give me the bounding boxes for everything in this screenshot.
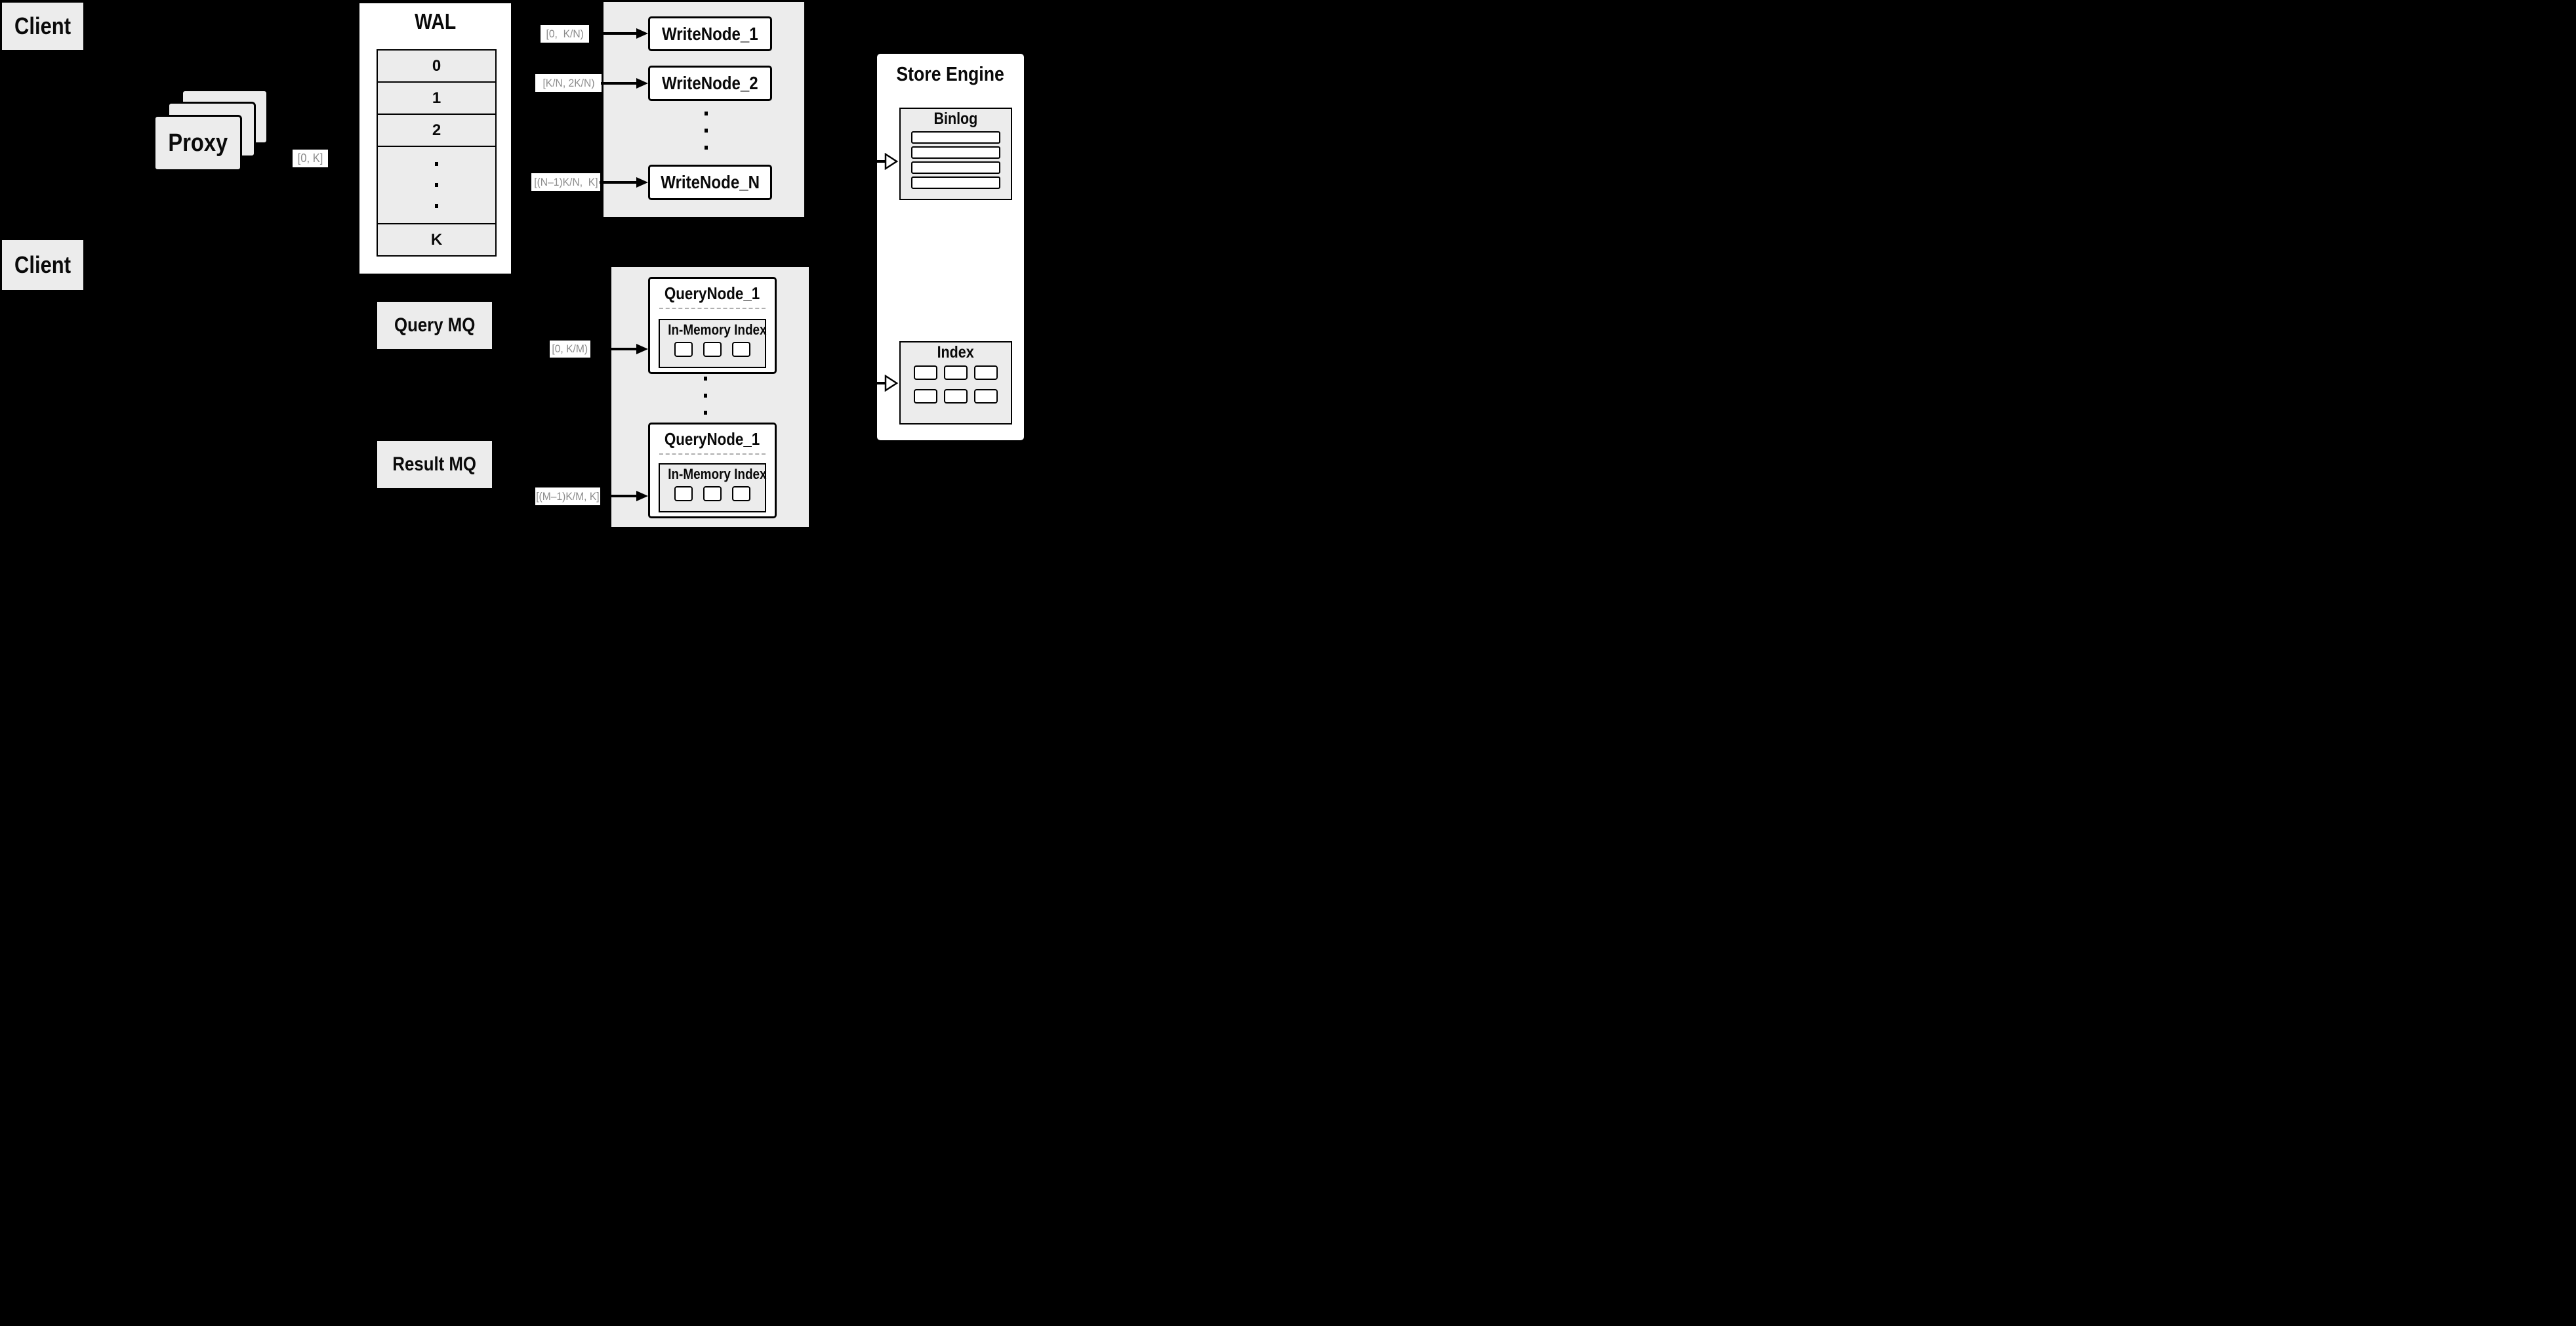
wal-segment-ellipsis-row <box>378 147 495 224</box>
query-node-ellipsis-dots-icon <box>704 377 707 415</box>
binlog-bar <box>911 176 1000 189</box>
arrowhead-to-writenode-1-icon <box>636 28 648 39</box>
wal-segment-0: 0 <box>378 51 495 83</box>
inmem-cell <box>703 342 722 357</box>
client-top-label: Client <box>14 12 71 39</box>
wal-segment-1-label: 1 <box>432 89 441 107</box>
arrow-to-index <box>854 382 886 384</box>
write-node-2-label: WriteNode_2 <box>662 73 758 93</box>
query-node-m-label: QueryNode_1 <box>664 429 760 449</box>
query-node-1-label: QueryNode_1 <box>664 283 760 303</box>
binlog-bars <box>901 131 1011 189</box>
query-node-1-range-label: [0, K/M) <box>550 341 590 358</box>
arrow-to-querynode-m <box>600 495 638 497</box>
index-cells <box>901 365 1011 404</box>
proxy-label: Proxy <box>168 129 228 157</box>
write-node-n-label: WriteNode_N <box>661 172 760 192</box>
client-box-bottom: Client <box>2 240 83 290</box>
query-node-m-range-text: [(M–1)K/M, K] <box>536 489 600 503</box>
arrowhead-to-writenode-2-icon <box>636 78 648 89</box>
write-node-1: WriteNode_1 <box>648 16 772 51</box>
query-node-m-range-label: [(M–1)K/M, K] <box>535 487 600 505</box>
query-node-1-inmem-label: In-Memory Index <box>668 321 767 338</box>
arrowhead-to-querynode-1-icon <box>636 344 648 354</box>
query-node-1-range-text: [0, K/M) <box>552 342 588 355</box>
query-node-1-inmem-box: In-Memory Index <box>659 319 767 368</box>
binlog-box: Binlog <box>899 108 1012 200</box>
arrow-to-writenode-2 <box>601 82 638 85</box>
index-title: Index <box>937 343 975 362</box>
index-cell <box>974 389 998 404</box>
write-node-n-range-label: [(N–1)K/N, K] <box>531 173 600 191</box>
index-box: Index <box>899 341 1012 425</box>
proxy-range-text: [0, K] <box>297 152 323 165</box>
write-node-2: WriteNode_2 <box>648 66 772 101</box>
binlog-bar <box>911 146 1000 159</box>
write-node-1-range-text: [0, K/N) <box>546 27 584 40</box>
architecture-diagram: Client Client Proxy [0, K] WAL 0 1 2 <box>0 0 1029 529</box>
write-node-ellipsis-dots-icon <box>705 112 708 150</box>
proxy-box: Proxy <box>153 115 242 171</box>
index-cell <box>944 389 968 404</box>
query-node-m-inmem-label: In-Memory Index <box>668 466 767 482</box>
query-node-m-inmem-cells <box>660 486 765 501</box>
wal-box: WAL 0 1 2 K <box>358 2 512 275</box>
write-node-2-range-label: [K/N, 2K/N) <box>535 74 602 92</box>
arrow-to-querynode-1 <box>590 348 638 350</box>
wal-segment-2: 2 <box>378 115 495 147</box>
wal-segment-0-label: 0 <box>432 56 441 75</box>
wal-segment-1: 1 <box>378 83 495 115</box>
wal-segment-k: K <box>378 224 495 255</box>
write-node-n-range-text: [(N–1)K/N, K] <box>533 175 598 188</box>
query-node-m-separator <box>659 453 766 455</box>
inmem-cell <box>703 486 722 501</box>
write-node-1-range-label: [0, K/N) <box>541 25 589 43</box>
query-node-m-inmem-box: In-Memory Index <box>659 463 767 512</box>
inmem-cell <box>674 342 693 357</box>
query-node-1-inmem-cells <box>660 342 765 357</box>
binlog-title: Binlog <box>933 110 978 128</box>
arrow-to-writenode-n <box>600 181 638 184</box>
arrowhead-to-writenode-n-icon <box>636 177 648 188</box>
query-node-1-separator <box>659 308 766 309</box>
arrow-to-writenode-1 <box>589 32 638 35</box>
wal-segment-k-label: K <box>430 230 443 249</box>
wal-segment-2-label: 2 <box>432 121 441 139</box>
query-mq-box: Query MQ <box>377 302 492 349</box>
result-mq-label: Result MQ <box>392 453 477 475</box>
write-node-2-range-text: [K/N, 2K/N) <box>542 76 595 89</box>
binlog-bar <box>911 161 1000 174</box>
index-cell <box>914 389 937 404</box>
inmem-cell <box>674 486 693 501</box>
inmem-cell <box>732 486 750 501</box>
store-engine-box: Store Engine Binlog Index <box>875 52 1026 442</box>
client-bottom-label: Client <box>14 251 71 278</box>
binlog-bar <box>911 131 1000 144</box>
index-cell <box>944 365 968 380</box>
wal-ellipsis-dots-icon <box>435 162 438 208</box>
wal-segment-table: 0 1 2 K <box>377 49 497 257</box>
query-node-1: QueryNode_1 In-Memory Index <box>648 277 777 374</box>
index-cell <box>974 365 998 380</box>
store-engine-title: Store Engine <box>896 62 1005 85</box>
proxy-range-label: [0, K] <box>293 150 328 167</box>
arrow-to-binlog <box>854 160 886 163</box>
query-node-m: QueryNode_1 In-Memory Index <box>648 423 777 518</box>
hollow-arrowhead-binlog-icon <box>884 153 899 170</box>
write-node-n: WriteNode_N <box>648 165 772 200</box>
wal-title: WAL <box>414 9 457 33</box>
write-node-1-label: WriteNode_1 <box>662 23 758 44</box>
hollow-arrowhead-index-icon <box>884 375 899 392</box>
result-mq-box: Result MQ <box>377 441 492 488</box>
arrowhead-to-querynode-m-icon <box>636 491 648 501</box>
client-box-top: Client <box>2 3 83 50</box>
index-cell <box>914 365 937 380</box>
query-mq-label: Query MQ <box>394 314 476 336</box>
inmem-cell <box>732 342 750 357</box>
